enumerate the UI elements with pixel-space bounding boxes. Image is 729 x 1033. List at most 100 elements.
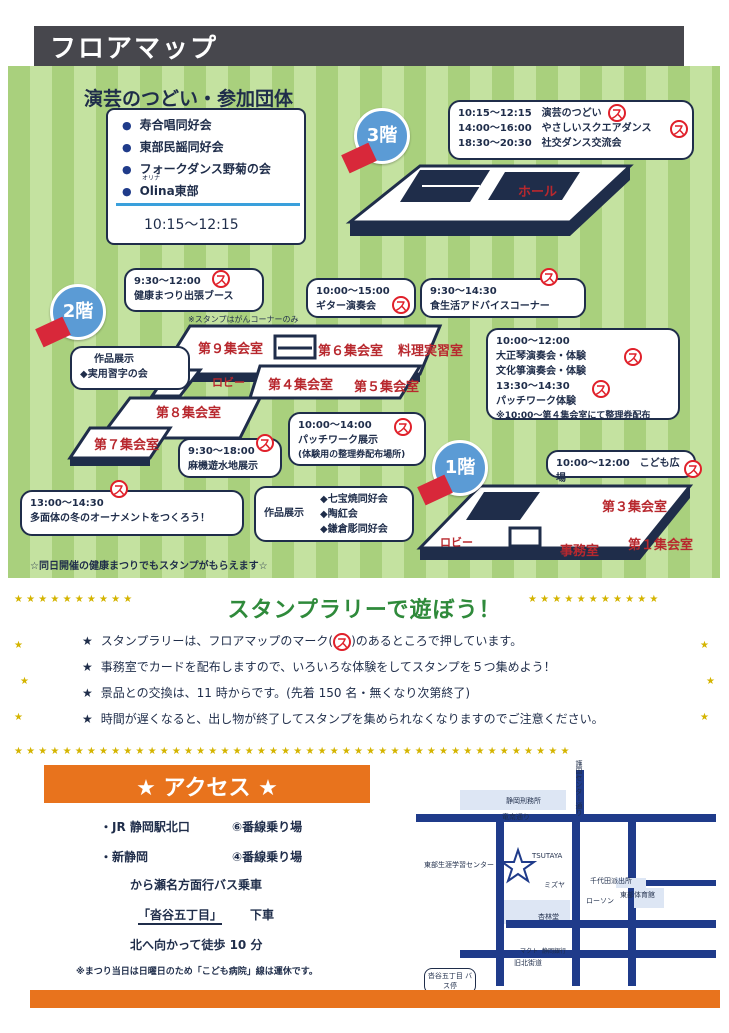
map-label-bank: 静岡銀行 <box>542 948 567 955</box>
bubble-taisho: 10:00〜12:00 大正琴演奏会・体験 文化箏演奏会・体験 13:30〜14… <box>486 328 680 421</box>
access-line-3: から瀬名方面行バス乗車 <box>130 878 263 892</box>
rally-line-1b: )のあるところで押しています。 <box>351 634 523 648</box>
stamp-mark: ス <box>624 348 642 366</box>
room-9: 第９集会室 <box>198 342 264 357</box>
rally-line-2: ★事務室でカードを配布しますので、いろいろな体験をしてスタンプを５つ集めよう！ <box>82 660 556 674</box>
room-6: 第６集会室 <box>318 344 384 359</box>
bubble-asama: 9:30〜18:00 麻機遊水地展示 <box>178 438 282 478</box>
access-line-2a: ・新静岡 <box>100 850 149 864</box>
f3-schedule-2: 14:00〜16:00 やさしいスクエアダンス <box>458 123 652 134</box>
performance-time: 10:15〜12:15 <box>144 217 239 233</box>
asama-name: 麻機遊水地展示 <box>188 461 258 472</box>
ornament-time: 13:00〜14:30 <box>30 498 104 509</box>
patchwork-exp-time: 13:30〜14:30 <box>496 381 570 392</box>
access-line-5: 北へ向かって徒歩 10 分 <box>130 938 263 952</box>
stamp-mark: ス <box>684 460 702 478</box>
room-1f-1: 第１集会室 <box>628 538 694 553</box>
bubble-diet: 9:30〜14:30 食生活アドバイスコーナー <box>420 278 586 318</box>
bubble-kids: 10:00〜12:00 こども広場 <box>546 450 696 484</box>
footer-bar <box>30 990 720 1008</box>
exhibit2-group: ◆鎌倉彫同好会 <box>320 524 388 535</box>
exhibit-group: ◆実用習字の会 <box>80 369 148 380</box>
taisho-note: ※10:00〜第４集会室にて整理券配布 <box>496 411 651 421</box>
map-label-road-top: 竜南通り <box>502 813 530 821</box>
page-title: フロアマップ <box>50 34 219 64</box>
bubble-ornament: 13:00〜14:30 多面体の冬のオーナメントをつくろう！ <box>20 490 244 536</box>
decor-star: ★ <box>14 712 23 723</box>
decor-star: ★ ★ ★ ★ ★ ★ ★ ★ ★ ★ <box>14 594 133 605</box>
map-label-makuto: マクト <box>520 948 539 955</box>
patchwork-time: 10:00〜14:00 <box>298 420 372 431</box>
map-label-bus-stop: 沓谷五丁目 バス停 <box>424 968 476 994</box>
f3-schedule-1: 10:15〜12:15 演芸のつどい <box>458 108 602 119</box>
performance-group: Olina東部 <box>122 182 199 199</box>
performance-group: 東部民謡同好会 <box>122 138 224 155</box>
exhibit2-group: ◆陶紅会 <box>320 509 358 520</box>
access-line-1b: ⑥番線乗り場 <box>232 820 303 834</box>
map-label-gym: 東部体育館 <box>620 891 655 899</box>
access-line-1a: ・JR 静岡駅北口 <box>100 820 190 834</box>
stamp-mark: ス <box>333 632 352 651</box>
room-8: 第８集会室 <box>156 406 222 421</box>
health-booth-time: 9:30〜12:00 <box>134 276 201 287</box>
room-7: 第７集会室 <box>94 438 160 453</box>
map-label-kyorin: 杏林堂 <box>538 913 559 921</box>
decor-star: ★ ★ ★ ★ ★ ★ ★ ★ ★ ★ ★ ★ ★ ★ ★ ★ ★ ★ ★ ★ … <box>14 746 570 757</box>
decor-star: ★ <box>700 640 709 651</box>
kids-event: 10:00〜12:00 こども広場 <box>556 458 680 484</box>
access-title: ★ アクセス ★ <box>136 776 278 801</box>
access-line-2b: ④番線乗り場 <box>232 850 303 864</box>
stamp-mark: ス <box>394 418 412 436</box>
performance-divider <box>116 203 300 206</box>
map-label-lawson: ローソン <box>586 897 614 905</box>
patchwork-name: パッチワーク展示 <box>298 435 378 446</box>
diet-time: 9:30〜14:30 <box>430 286 497 297</box>
asama-time: 9:30〜18:00 <box>188 446 255 457</box>
header-bar <box>34 26 684 66</box>
map-label-road-right: 護国センター通り <box>575 760 583 816</box>
access-map <box>416 770 716 986</box>
decor-star: ★ <box>14 640 23 651</box>
room-4: 第４集会室 <box>268 378 334 393</box>
floor3-plan <box>345 164 634 236</box>
stamp-mark: ス <box>608 104 626 122</box>
stamp-mark: ス <box>110 480 128 498</box>
bubble-health-booth: 9:30〜12:00 健康まつり出張ブース <box>124 268 264 312</box>
room-lobby-2f: ロビー <box>212 376 245 389</box>
performance-group: フォークダンス野菊の会 <box>122 160 271 177</box>
performance-group: 寿合唱同好会 <box>122 116 212 133</box>
concurrent-note: ☆同日開催の健康まつりでもスタンプがもらえます☆ <box>30 561 268 572</box>
map-label-mizuya: ミズヤ <box>544 881 565 889</box>
exhibit2-group: ◆七宝焼同好会 <box>320 494 388 505</box>
decor-star: ★ <box>700 712 709 723</box>
access-line-4a: 「沓谷五丁目」 <box>138 906 223 925</box>
rally-line-1: ★スタンプラリーは、フロアマップのマーク(ス)のあるところで押しています。 <box>82 632 523 651</box>
health-booth-note: ※スタンプはがんコーナーのみ <box>188 315 299 324</box>
bubble-exhibit-crafts: 作品展示 ◆七宝焼同好会 ◆陶紅会 ◆鎌倉彫同好会 <box>254 486 414 542</box>
floor3-schedule: 10:15〜12:15 演芸のつどい 14:00〜16:00 やさしいスクエアダ… <box>448 100 694 160</box>
stamp-mark: ス <box>540 268 558 286</box>
decor-star: ★ ★ ★ ★ ★ ★ ★ ★ ★ ★ ★ <box>528 594 659 605</box>
rally-line-3-text: 景品との交換は、11 時からです。(先着 150 名・無くなり次第終了) <box>100 686 471 700</box>
stamp-mark: ス <box>256 434 274 452</box>
rally-line-3: ★景品との交換は、11 時からです。(先着 150 名・無くなり次第終了) <box>82 686 471 700</box>
rally-line-4: ★時間が遅くなると、出し物が終了してスタンプを集められなくなりますのでご注意くだ… <box>82 712 604 726</box>
taisho-time: 10:00〜12:00 <box>496 336 570 347</box>
access-note: ※まつり当日は日曜日のため「こども病院」線は運休です。 <box>76 967 318 977</box>
room-5: 第５集会室 <box>354 380 420 395</box>
bubble-exhibit-calligraphy: 作品展示 ◆実用習字の会 <box>70 346 190 390</box>
exhibit-label: 作品展示 <box>94 354 134 365</box>
room-cooking: 料理実習室 <box>398 344 464 359</box>
room-office: 事務室 <box>560 544 600 559</box>
diet-name: 食生活アドバイスコーナー <box>430 301 550 312</box>
rally-title: スタンプラリーで遊ぼう！ <box>227 598 502 623</box>
rally-line-4-text: 時間が遅くなると、出し物が終了してスタンプを集められなくなりますのでご注意くださ… <box>100 712 604 726</box>
room-1f-3: 第３集会室 <box>602 500 668 515</box>
taisho-event-1: 大正琴演奏会・体験 <box>496 351 586 362</box>
patchwork-exp-name: パッチワーク体験 <box>496 396 576 407</box>
exhibit2-label: 作品展示 <box>264 508 304 519</box>
map-label-tsutaya: TSUTAYA <box>532 852 563 860</box>
stamp-mark: ス <box>212 270 230 288</box>
health-booth-name: 健康まつり出張ブース <box>134 291 234 302</box>
taisho-event-2: 文化箏演奏会・体験 <box>496 366 586 377</box>
